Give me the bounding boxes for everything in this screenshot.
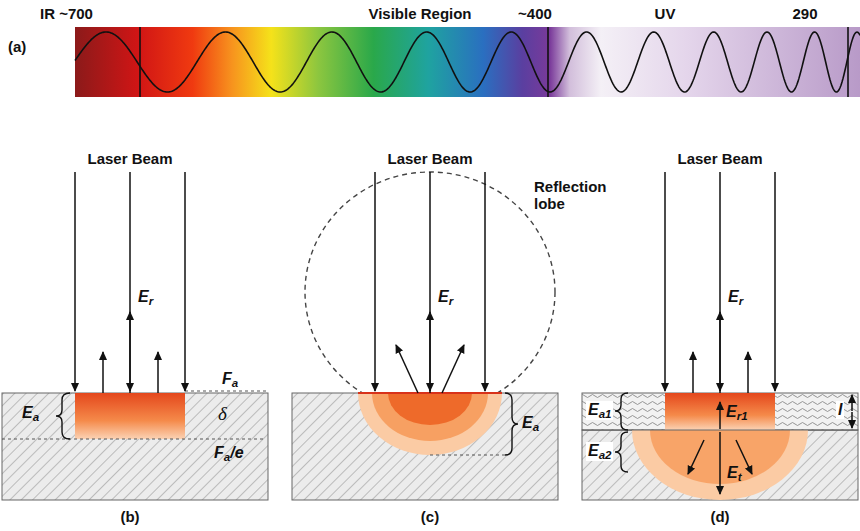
symbol-label: Fa — [222, 370, 238, 389]
panel-c-part-part — [484, 172, 486, 391]
spectrum-bar-part — [847, 27, 849, 97]
symbol-label: Et — [727, 464, 742, 483]
symbol-label: Er — [438, 288, 453, 307]
panel-c-part — [358, 393, 502, 455]
symbol-label: Fa/e — [214, 444, 244, 463]
panel-b-part — [185, 391, 266, 392]
panel-b-part — [2, 439, 266, 440]
panel-d-part-part — [719, 312, 721, 393]
panel-d-part — [615, 432, 628, 472]
caption-label: Visible Region — [368, 5, 471, 22]
panel-b-part — [56, 393, 70, 439]
panel-c — [292, 172, 558, 500]
caption-label: (d) — [710, 508, 729, 525]
panel-b-part — [75, 172, 185, 393]
panel-c-part — [505, 393, 518, 455]
panel-d — [582, 172, 858, 500]
caption-label: Laser Beam — [677, 150, 762, 167]
panel-d-part-part — [719, 432, 721, 494]
spectrum-bar-part — [139, 27, 141, 97]
caption-label: Reflection lobe — [534, 178, 616, 212]
panel-b-part-part — [157, 352, 159, 393]
panel-d-part — [615, 393, 628, 430]
panel-d-part-part — [688, 440, 704, 474]
panel-d-part-part — [851, 395, 853, 411]
symbol-label: Ea2 — [586, 442, 613, 461]
caption-label: 290 — [792, 5, 817, 22]
symbol-label: Ea1 — [586, 401, 613, 420]
caption-label: ~400 — [518, 5, 552, 22]
panel-d-part-part — [736, 440, 752, 474]
symbol-label: Er — [728, 288, 743, 307]
panel-d-part-part — [719, 402, 721, 429]
caption-label: Laser Beam — [387, 150, 472, 167]
symbol-label: l — [836, 401, 844, 419]
caption-label: (a) — [8, 38, 26, 55]
panel-d-part — [582, 393, 858, 430]
symbol-label: Ea — [22, 404, 39, 423]
caption-label: (c) — [421, 508, 439, 525]
panel-c-part — [292, 393, 558, 500]
panel-b-part-part — [74, 172, 76, 391]
symbol-label: Er — [138, 288, 153, 307]
panel-d-part-part — [851, 412, 853, 428]
panel-b-part-part — [102, 352, 104, 393]
spectrum-bar-part — [75, 27, 860, 97]
panel-b-part-part — [184, 172, 186, 391]
panel-c-part — [375, 172, 485, 393]
panel-c-part — [430, 455, 505, 456]
panel-c-part-part — [374, 172, 376, 391]
panel-c-part — [388, 393, 472, 425]
spectrum-bar-part — [75, 32, 860, 92]
panel-b — [2, 172, 268, 500]
panel-b-part-part — [129, 312, 131, 393]
panel-d-part-part — [692, 352, 694, 393]
panel-d-part — [582, 430, 858, 500]
caption-label: UV — [655, 5, 676, 22]
panel-d-part — [632, 430, 808, 500]
panel-d-part-part — [664, 172, 666, 391]
symbol-label: δ — [218, 403, 227, 425]
caption-label: (b) — [120, 508, 139, 525]
panel-c-part-part — [429, 312, 431, 393]
panel-d-part — [665, 172, 852, 494]
panel-b-part — [75, 393, 185, 439]
panel-d-part — [665, 393, 775, 430]
panel-c-part-part — [396, 345, 418, 393]
panel-d-part-part — [747, 352, 749, 393]
symbol-label: Er1 — [726, 403, 748, 422]
panel-c-part — [372, 393, 488, 441]
spectrum-bar-part — [547, 27, 549, 97]
caption-label: Laser Beam — [87, 150, 172, 167]
panel-b-part — [2, 393, 268, 500]
caption-label: IR ~700 — [40, 5, 93, 22]
symbol-label: Ea — [522, 414, 539, 433]
panel-c-part-part — [442, 345, 464, 393]
panel-d-part-part — [774, 172, 776, 391]
spectrum-bar — [75, 27, 860, 97]
panel-c-part — [305, 172, 555, 412]
